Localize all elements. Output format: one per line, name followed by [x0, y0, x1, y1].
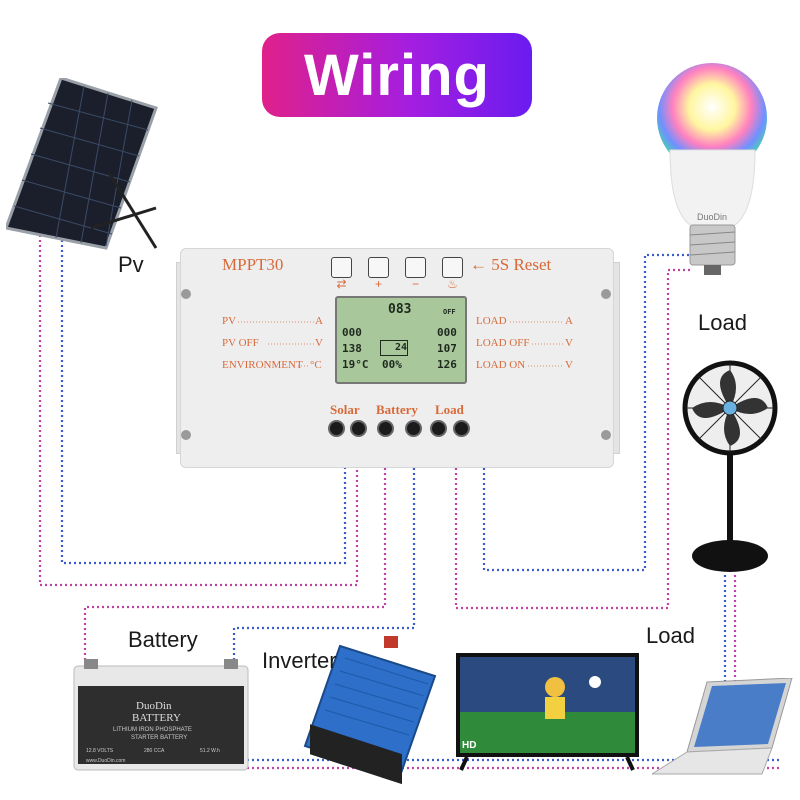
minus-button[interactable]	[405, 257, 426, 278]
lcd-right-value-3: 126	[437, 358, 457, 371]
pv-off-unit: V	[315, 337, 323, 349]
pv-off-readout-label: PV OFF	[222, 337, 259, 349]
lcd-left-value-2: 138	[342, 342, 362, 355]
light-bulb-icon	[657, 63, 767, 275]
tv-icon	[456, 653, 639, 771]
lcd-left-value-1: 000	[342, 326, 362, 339]
title-text: Wiring	[304, 42, 490, 108]
battery-label: Battery	[128, 627, 198, 652]
battery-line-2: STARTER BATTERY	[131, 735, 188, 741]
battery-spec-wh: 51.2 W.h	[200, 748, 220, 754]
battery-url: www.DuoDin.com	[86, 758, 126, 764]
battery-terminal-label: Battery	[376, 402, 418, 417]
plus-icon: +	[374, 277, 382, 291]
wire-pv-magenta	[38, 200, 359, 587]
load-negative-terminal	[453, 420, 470, 437]
lcd-right-value-1: 000	[437, 326, 457, 339]
solar-positive-terminal	[328, 420, 345, 437]
battery-spec-volts: 12.8 VOLTS	[86, 748, 114, 754]
battery-icon	[73, 659, 249, 771]
load-positive-terminal	[430, 420, 447, 437]
battery-positive-terminal	[377, 420, 394, 437]
minus-icon: −	[411, 277, 419, 291]
lcd-battery-icon	[380, 340, 408, 356]
load-on-unit: V	[565, 359, 573, 371]
wire-battery-magenta	[83, 428, 387, 660]
fan-icon	[682, 360, 778, 572]
mount-hole	[181, 289, 191, 299]
load-on-readout-label: LOAD ON	[476, 359, 526, 371]
lcd-center-value-2: 00%	[382, 358, 402, 371]
lcd-off-label: OFF	[443, 308, 456, 316]
controller-model: MPPT30	[222, 255, 284, 274]
load-off-unit: V	[565, 337, 573, 349]
lcd-top-value: 083	[388, 302, 412, 317]
mount-hole	[181, 430, 191, 440]
pv-unit: A	[315, 315, 323, 327]
mode-icon: ⇄	[336, 277, 347, 291]
pv-label: Pv	[118, 252, 144, 277]
wire-battery-blue	[232, 428, 416, 660]
load-top-label: Load	[698, 310, 747, 335]
solar-terminal-label: Solar	[330, 402, 360, 417]
title-badge: Wiring	[262, 33, 532, 117]
battery-line-1: LITHIUM IRON PHOSPHATE	[113, 727, 192, 733]
bulb-brand: DuoDin	[697, 212, 728, 222]
load-readout-label: LOAD	[476, 315, 507, 327]
battery-type: BATTERY	[132, 712, 181, 724]
reset-button[interactable]	[442, 257, 463, 278]
inverter-label: Inverter	[262, 648, 337, 673]
bulb-icon: ♨	[447, 277, 458, 291]
mount-hole	[601, 430, 611, 440]
load-off-readout-label: LOAD OFF	[476, 337, 530, 349]
load-terminal-label: Load	[435, 402, 464, 417]
solar-negative-terminal	[350, 420, 367, 437]
left-leader-lines	[238, 321, 314, 367]
right-leader-lines	[510, 321, 564, 367]
solar-panel-icon	[6, 78, 158, 250]
environment-readout-label: ENVIRONMENT	[222, 359, 303, 371]
load-unit: A	[565, 315, 573, 327]
battery-brand: DuoDin	[136, 700, 172, 712]
mode-button[interactable]	[331, 257, 352, 278]
environment-unit: °C	[310, 359, 322, 371]
battery-negative-terminal	[405, 420, 422, 437]
inverter-icon	[303, 636, 437, 785]
lcd-right-value-2: 107	[437, 342, 457, 355]
wire-load-bulb-magenta	[454, 268, 692, 610]
tv-hd-badge: HD	[462, 740, 477, 751]
load-bottom-label: Load	[646, 623, 695, 648]
lcd-center-value-1: 24	[395, 342, 408, 353]
pv-readout-label: PV	[222, 315, 237, 327]
laptop-icon	[652, 678, 793, 775]
plus-button[interactable]	[368, 257, 389, 278]
battery-spec-cca: 280 CCA	[144, 748, 165, 754]
reset-label: ← 5S Reset	[470, 255, 552, 274]
mount-hole	[601, 289, 611, 299]
lcd-left-value-3: 19°C	[342, 358, 369, 371]
